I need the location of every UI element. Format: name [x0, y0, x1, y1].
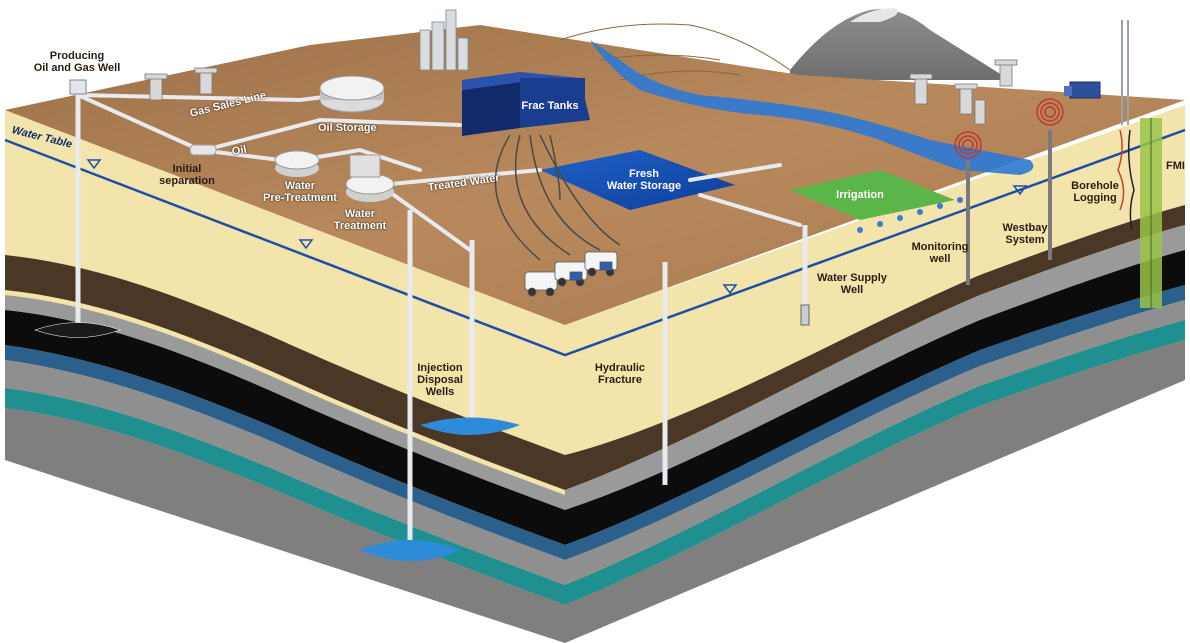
right-face-layers	[565, 105, 1185, 643]
borehole-logging-label: Borehole Logging	[1071, 180, 1119, 204]
water-supply-well-label: Water Supply Well	[817, 272, 887, 296]
refinery	[419, 9, 469, 71]
frac-tanks-label: Frac Tanks	[521, 100, 579, 112]
injection-disposal-wells-label: Injection Disposal Wells	[417, 362, 463, 398]
frac-tanks	[462, 72, 590, 136]
label-injection-disposal-wells: Injection Disposal Wells	[405, 362, 475, 398]
river	[590, 40, 1034, 175]
irrigation-field	[790, 170, 955, 220]
water-treatment-label: Water Treatment	[333, 208, 387, 232]
label-westbay-system: Westbay System	[995, 222, 1055, 246]
label-oil: Oil	[231, 144, 248, 158]
injection-zone-lower	[360, 540, 460, 561]
label-producing-well: Producing Oil and Gas Well	[22, 50, 132, 74]
westbay-signal	[1036, 98, 1064, 126]
fresh-water-storage	[540, 150, 735, 210]
separator	[189, 144, 217, 156]
treatment-tank	[345, 154, 395, 202]
oil-storage-label: Oil Storage	[318, 122, 377, 134]
producing-zone	[34, 322, 121, 338]
label-water-treatment: Water Treatment	[330, 208, 390, 232]
frac-hoses	[494, 134, 621, 261]
label-frac-tanks: Frac Tanks	[520, 100, 580, 112]
fmi-label: FMI	[1166, 160, 1185, 172]
mountain	[790, 9, 1010, 81]
westbay-system-label: Westbay System	[1002, 222, 1048, 246]
supply-well-screen	[800, 304, 810, 326]
irrigation-sprays	[857, 197, 963, 233]
producing-well-label: Producing Oil and Gas Well	[33, 50, 121, 74]
producing-wellhead	[69, 79, 87, 95]
injection-wells	[407, 210, 475, 560]
water-table-line	[4, 128, 1186, 357]
irrigation-label: Irrigation	[836, 189, 884, 201]
label-water-supply-well: Water Supply Well	[812, 272, 892, 296]
frac-trucks	[524, 251, 618, 297]
label-fmi: FMI	[1166, 160, 1185, 172]
label-oil-storage: Oil Storage	[318, 122, 377, 134]
label-water-pretreatment: Water Pre-Treatment	[255, 180, 345, 204]
water-table-markers	[86, 159, 1028, 295]
monitoring-signal	[954, 131, 982, 159]
oil-label: Oil	[230, 143, 248, 158]
label-fresh-water-storage: Fresh Water Storage	[598, 168, 690, 192]
fresh-water-storage-label: Fresh Water Storage	[606, 168, 682, 192]
label-initial-separation: Initial separation	[152, 163, 222, 187]
label-borehole-logging: Borehole Logging	[1065, 180, 1125, 204]
logging-truck	[1064, 81, 1101, 99]
oil-storage-tank	[319, 75, 385, 113]
monitoring-well-label: Monitoring well	[911, 241, 969, 265]
hydraulic-fracture-label: Hydraulic Fracture	[594, 362, 646, 386]
borehole-log	[1117, 129, 1135, 231]
label-hydraulic-fracture: Hydraulic Fracture	[582, 362, 658, 386]
initial-separation-label: Initial separation	[159, 163, 215, 187]
injection-zone-upper	[420, 417, 520, 435]
water-pretreatment-label: Water Pre-Treatment	[263, 180, 337, 204]
label-monitoring-well: Monitoring well	[900, 241, 980, 265]
mountain-snow	[850, 8, 898, 22]
label-irrigation: Irrigation	[830, 189, 890, 201]
pretreatment-tank	[274, 150, 320, 177]
pumpjacks	[144, 59, 1018, 125]
logging-rig	[1121, 20, 1129, 125]
